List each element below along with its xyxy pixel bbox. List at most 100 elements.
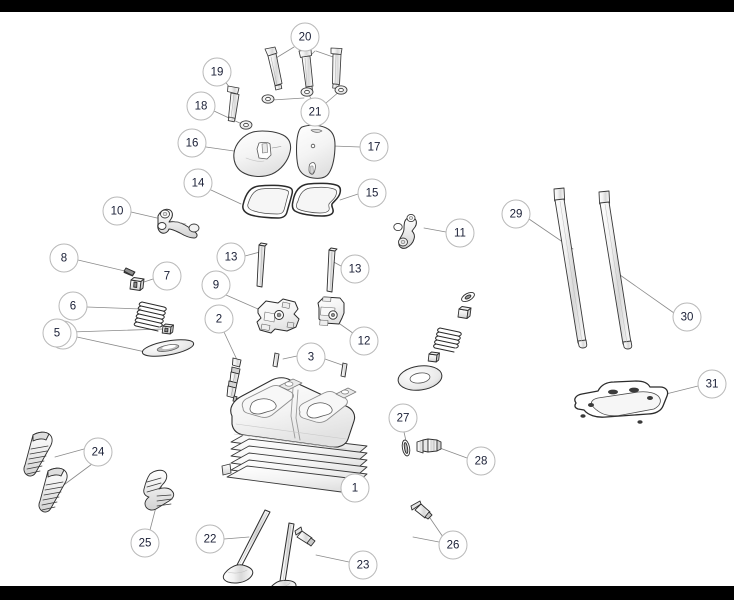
part-cooling-fin-insert-1 bbox=[23, 431, 53, 477]
callout-circle[interactable] bbox=[349, 326, 379, 356]
part-dowel-pin-1 bbox=[272, 352, 280, 368]
part-valve-spring-seat-left bbox=[141, 339, 195, 357]
callout-circle[interactable] bbox=[697, 369, 727, 399]
part-pushrod-tube-right bbox=[598, 190, 633, 350]
part-rocker-support-left bbox=[256, 298, 300, 334]
part-base-gasket bbox=[574, 380, 669, 424]
callout-circle[interactable] bbox=[290, 22, 320, 52]
part-valve-spring-collar-right bbox=[457, 306, 472, 319]
callout-27-o-ring[interactable]: 27 bbox=[388, 403, 418, 433]
callout-1-cylinder-head[interactable]: 1 bbox=[340, 473, 370, 503]
callout-30-pushrod-tube-right[interactable]: 30 bbox=[672, 302, 702, 332]
callout-circle[interactable] bbox=[58, 291, 88, 321]
callout-2-spark-plug[interactable]: 2 bbox=[204, 304, 234, 334]
part-stud-bolt-2 bbox=[294, 526, 316, 547]
part-valve-collet-left bbox=[123, 267, 136, 277]
part-cover-bolt bbox=[227, 85, 240, 123]
part-cover-bolt-washer bbox=[239, 120, 253, 130]
callout-21-head-bolt-washer[interactable]: 21 bbox=[300, 97, 330, 127]
callout-circle[interactable] bbox=[195, 524, 225, 554]
part-valve-spring-left bbox=[133, 301, 167, 332]
callout-28-breather-fitting[interactable]: 28 bbox=[466, 446, 496, 476]
callout-13-rocker-shaft[interactable]: 13 bbox=[340, 254, 370, 284]
callout-circle[interactable] bbox=[42, 318, 72, 348]
callout-9-rocker-arm-support-left[interactable]: 9 bbox=[201, 270, 231, 300]
part-head-bolt-group bbox=[264, 46, 343, 92]
part-cylinder-head bbox=[221, 377, 368, 494]
callout-circle[interactable] bbox=[130, 528, 160, 558]
part-valve-stem-seal-left bbox=[161, 323, 174, 335]
callout-13-rocker-shaft[interactable]: 13 bbox=[216, 242, 246, 272]
part-stud-bolt-1 bbox=[410, 500, 433, 520]
callout-circle[interactable] bbox=[216, 242, 246, 272]
letterbox-bottom bbox=[0, 586, 734, 600]
callout-circle[interactable] bbox=[202, 57, 232, 87]
callout-14-rocker-cover-gasket-left[interactable]: 14 bbox=[183, 168, 213, 198]
callout-24-cooling-fin-insert[interactable]: 24 bbox=[83, 437, 113, 467]
callout-23-exhaust-valve[interactable]: 23 bbox=[348, 550, 378, 580]
callout-circle[interactable] bbox=[300, 97, 330, 127]
callout-18-cover-bolt-washer[interactable]: 18 bbox=[186, 91, 216, 121]
part-breather-fitting bbox=[416, 438, 442, 454]
part-dowel-pin-2 bbox=[340, 362, 348, 378]
part-rocker-arm-left bbox=[157, 208, 200, 239]
callout-17-rocker-cover-right[interactable]: 17 bbox=[359, 132, 389, 162]
part-pushrod-tube-left bbox=[553, 187, 588, 349]
callout-19-cover-bolt-short[interactable]: 19 bbox=[202, 57, 232, 87]
callout-circle[interactable] bbox=[201, 270, 231, 300]
callout-circle[interactable] bbox=[177, 128, 207, 158]
callout-20-head-bolt[interactable]: 20 bbox=[290, 22, 320, 52]
callout-circle[interactable] bbox=[49, 243, 79, 273]
callout-circle[interactable] bbox=[152, 261, 182, 291]
callout-circle[interactable] bbox=[388, 403, 418, 433]
callout-31-base-gasket[interactable]: 31 bbox=[697, 369, 727, 399]
callout-11-rocker-arm-right[interactable]: 11 bbox=[445, 218, 475, 248]
head-bolt-washer-1 bbox=[261, 94, 275, 104]
callout-7-valve-spring-collar[interactable]: 7 bbox=[152, 261, 182, 291]
callout-3-dowel-pin[interactable]: 3 bbox=[296, 342, 326, 372]
part-o-ring bbox=[401, 439, 411, 457]
callout-circle[interactable] bbox=[296, 342, 326, 372]
callout-circle[interactable] bbox=[359, 132, 389, 162]
callout-circle[interactable] bbox=[186, 91, 216, 121]
head-bolt-2 bbox=[298, 49, 314, 92]
part-valve-collet-right bbox=[461, 291, 475, 303]
callout-8-valve-collet-keeper[interactable]: 8 bbox=[49, 243, 79, 273]
callout-circle[interactable] bbox=[438, 530, 468, 560]
part-cooling-fin-insert-2 bbox=[38, 467, 68, 513]
callout-15-rocker-cover-gasket-right[interactable]: 15 bbox=[357, 178, 387, 208]
callout-16-rocker-cover-left[interactable]: 16 bbox=[177, 128, 207, 158]
callout-circle[interactable] bbox=[672, 302, 702, 332]
callout-circle[interactable] bbox=[102, 196, 132, 226]
callout-5-valve-stem-seal[interactable]: 5 bbox=[42, 318, 72, 348]
callout-circle[interactable] bbox=[348, 550, 378, 580]
callout-circle[interactable] bbox=[340, 254, 370, 284]
callout-circle[interactable] bbox=[204, 304, 234, 334]
part-intake-valve bbox=[222, 509, 271, 584]
callout-12-rocker-arm-support-right[interactable]: 12 bbox=[349, 326, 379, 356]
callout-6-valve-spring[interactable]: 6 bbox=[58, 291, 88, 321]
diagram-canvas: 1234567891011121313141516171819202122232… bbox=[0, 12, 734, 586]
letterbox-top bbox=[0, 0, 734, 12]
part-valve-spring-right bbox=[433, 327, 462, 353]
callout-circle[interactable] bbox=[83, 437, 113, 467]
callout-circle[interactable] bbox=[501, 199, 531, 229]
callout-25-cooling-fin-insert-small[interactable]: 25 bbox=[130, 528, 160, 558]
part-valve-spring-collar-left bbox=[129, 277, 145, 291]
callout-10-rocker-arm[interactable]: 10 bbox=[102, 196, 132, 226]
callout-circle[interactable] bbox=[340, 473, 370, 503]
callout-circle[interactable] bbox=[183, 168, 213, 198]
part-valve-spring-seat-right bbox=[397, 365, 443, 391]
part-rocker-cover-gasket-right bbox=[291, 182, 342, 217]
callout-circle[interactable] bbox=[445, 218, 475, 248]
callout-circle[interactable] bbox=[357, 178, 387, 208]
part-rocker-shaft-right bbox=[326, 247, 338, 293]
callout-29-pushrod-tube-left[interactable]: 29 bbox=[501, 199, 531, 229]
callout-26-stud-bolt[interactable]: 26 bbox=[438, 530, 468, 560]
callout-circle[interactable] bbox=[466, 446, 496, 476]
callout-22-intake-valve[interactable]: 22 bbox=[195, 524, 225, 554]
callout-bubbles: 1234567891011121313141516171819202122232… bbox=[42, 22, 727, 580]
part-cooling-fin-insert-small bbox=[143, 469, 175, 511]
part-valve-stem-seal-right bbox=[427, 351, 440, 363]
